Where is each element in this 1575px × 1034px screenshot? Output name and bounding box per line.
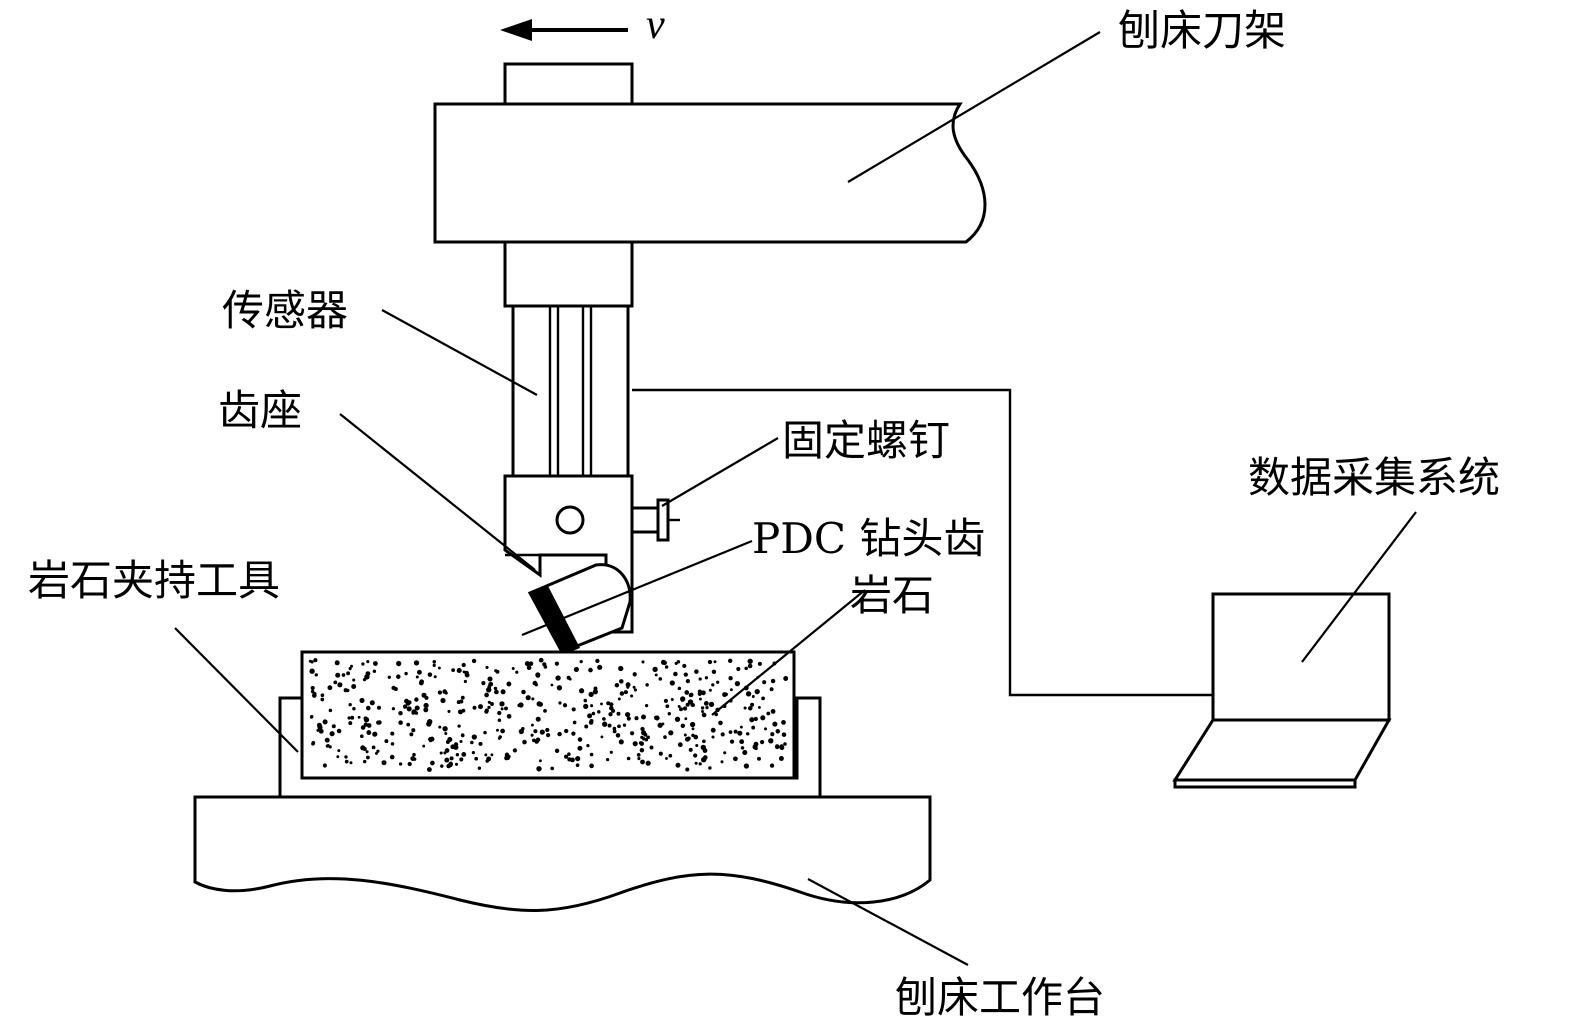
- label-fixing-screw: 固定螺钉: [782, 416, 950, 465]
- label-sensor: 传感器: [222, 286, 348, 335]
- label-planer-tool-holder: 刨床刀架: [1118, 6, 1286, 55]
- leader-pdc-cutter: [521, 539, 753, 637]
- velocity-arrow: [500, 19, 628, 41]
- velocity-label: v: [646, 2, 665, 48]
- planer-table: [193, 795, 932, 912]
- label-tooth-seat: 齿座: [218, 386, 302, 435]
- leader-tooth-seat: [339, 413, 536, 571]
- leader-fixing-screw: [661, 437, 779, 507]
- tool-holder-beam: [433, 102, 987, 244]
- rock-texture: [308, 657, 789, 773]
- fixing-screw: [630, 498, 680, 542]
- label-pdc-cutter: PDC 钻头齿: [752, 514, 985, 563]
- lower-connector: [503, 240, 634, 308]
- pdc-cutter: [527, 563, 632, 655]
- leader-rock-clamp: [174, 627, 299, 753]
- rock-sample: [300, 650, 796, 780]
- leader-sensor: [381, 309, 538, 396]
- leader-rock: [711, 589, 866, 716]
- bolt-hole-icon: [555, 505, 585, 535]
- signal-cable: [632, 388, 1213, 697]
- tooth-seat: [503, 474, 634, 634]
- label-planer-table: 刨床工作台: [895, 973, 1105, 1022]
- label-rock: 岩石: [850, 571, 934, 620]
- leader-tool-holder: [847, 31, 1101, 183]
- leader-data-acquisition: [1301, 511, 1417, 663]
- label-data-acquisition: 数据采集系统: [1248, 453, 1500, 502]
- label-rock-clamp: 岩石夹持工具: [28, 556, 280, 605]
- leader-planer-table: [807, 878, 969, 966]
- top-connector: [503, 62, 634, 106]
- laptop-icon: [1172, 592, 1392, 789]
